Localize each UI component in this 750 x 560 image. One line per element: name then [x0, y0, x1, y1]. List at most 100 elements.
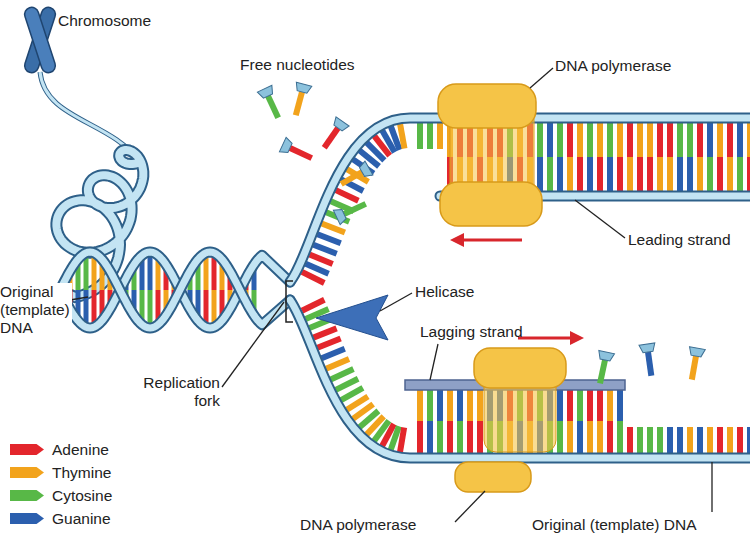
- nucleotide-base: [293, 91, 305, 116]
- nucleotide-base: [697, 427, 703, 453]
- base-pair: [467, 390, 473, 421]
- base-pair: [437, 421, 443, 453]
- base-pair: [427, 390, 433, 421]
- nucleotide-base: [637, 427, 643, 453]
- lagging-strand-label: Lagging strand: [420, 323, 540, 341]
- arrow-shaft: [518, 337, 572, 340]
- free-nucleotide: [639, 343, 659, 377]
- free-nucleotide: [257, 85, 285, 121]
- base-pair: [597, 421, 603, 453]
- base-pair: [417, 421, 423, 453]
- leader-line: [430, 344, 438, 380]
- nucleotide-base: [317, 338, 340, 347]
- nucleotide-base: [289, 145, 313, 161]
- base-pair: [557, 123, 563, 157]
- base-pair: [697, 157, 703, 191]
- polymerase-label: DNA polymerase: [555, 57, 725, 75]
- legend-swatch: [10, 467, 44, 478]
- base-pair: [597, 123, 603, 157]
- legend-item: Guanine: [10, 507, 112, 530]
- nucleotide-base: [343, 201, 367, 217]
- base-pair: [647, 123, 653, 157]
- base-pair: [737, 123, 743, 157]
- legend-item: Adenine: [10, 438, 112, 461]
- nucleotide-base: [340, 169, 364, 186]
- base-pair: [707, 157, 713, 191]
- base-pair: [587, 123, 593, 157]
- template-label: Original (template) DNA: [532, 516, 750, 534]
- nucleotide-base: [313, 245, 336, 254]
- base-pair: [747, 157, 750, 191]
- nucleotide-base: [265, 95, 281, 119]
- nucleotide-base: [437, 123, 443, 149]
- base-pair: [477, 390, 483, 421]
- base-pair: [577, 157, 583, 191]
- dna-polymerase-lower: [455, 348, 566, 492]
- base-pair: [717, 157, 723, 191]
- polymerase-lobe: [474, 348, 566, 388]
- nucleotide-base: [336, 379, 358, 390]
- base-pair: [617, 390, 623, 421]
- fork-label: Replication fork: [120, 374, 220, 410]
- base-pair: [457, 421, 463, 453]
- arrow-shaft: [462, 239, 522, 242]
- base-pair: [437, 390, 443, 421]
- nucleotide-base: [306, 264, 329, 274]
- base-pair: [557, 421, 563, 453]
- base-pair: [667, 123, 673, 157]
- nucleotide-base: [313, 328, 336, 337]
- base-pair: [737, 157, 743, 191]
- nucleotide-sugar: [279, 137, 293, 155]
- free-nucleotide: [333, 197, 369, 225]
- nucleotide-base: [647, 427, 653, 453]
- base-pair: [727, 157, 733, 191]
- base-pair: [677, 123, 683, 157]
- base-pair: [587, 157, 593, 191]
- legend-text: Guanine: [52, 510, 111, 528]
- nucleotide-base: [717, 427, 723, 453]
- nucleotide-base: [322, 223, 345, 232]
- base-pair: [647, 157, 653, 191]
- polymerase-lobe: [455, 462, 531, 492]
- base-pair: [657, 157, 663, 191]
- nucleotide-sugar: [257, 85, 275, 99]
- nucleotide-base: [597, 359, 608, 384]
- base-pair: [617, 421, 623, 453]
- base-pair: [727, 123, 733, 157]
- base-pair: [467, 421, 473, 453]
- nucleotide-base: [689, 355, 699, 380]
- base-pair: [617, 123, 623, 157]
- legend-swatch: [10, 513, 44, 524]
- nucleotide-base: [326, 359, 349, 369]
- dna-polymerase-upper: [438, 84, 542, 226]
- base-pair: [477, 421, 483, 453]
- nucleotide-base: [310, 255, 333, 264]
- base-pair: [617, 157, 623, 191]
- nucleotide-base: [391, 426, 399, 450]
- nucleotide-sugar: [639, 343, 656, 353]
- legend: AdenineThymineCytosineGuanine: [10, 438, 112, 530]
- base-pair: [677, 157, 683, 191]
- nucleotide-base: [400, 124, 404, 149]
- nucleotide-base: [707, 427, 713, 453]
- nucleotide-base: [427, 123, 433, 149]
- leader-line: [575, 200, 625, 238]
- nucleotide-base: [400, 428, 404, 453]
- nucleotide-sugar: [333, 207, 347, 225]
- helicase-wedge: [316, 295, 388, 340]
- base-pair: [567, 157, 573, 191]
- nucleotide-base: [317, 234, 340, 243]
- leader-line: [380, 293, 412, 311]
- legend-swatch: [10, 444, 44, 455]
- nucleotide-base: [657, 427, 663, 453]
- direction-arrow: [518, 331, 584, 345]
- free-nucleotide: [337, 161, 373, 191]
- base-pair: [417, 390, 423, 421]
- free-nucleotide: [318, 117, 349, 152]
- leader-line: [711, 462, 712, 512]
- base-pair: [627, 157, 633, 191]
- nucleotide-base: [737, 427, 743, 453]
- base-pair: [607, 157, 613, 191]
- base-pair: [557, 157, 563, 191]
- polymerase-lobe: [440, 182, 542, 226]
